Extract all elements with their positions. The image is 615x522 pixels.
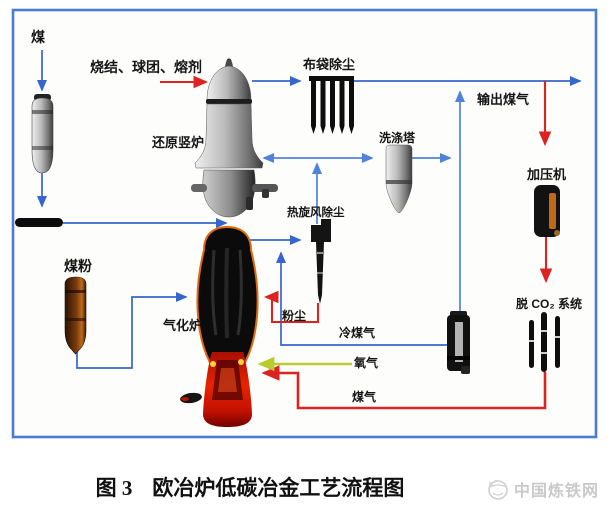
label-gasifier: 气化炉 [163, 318, 203, 333]
watermark-text: 中国炼铁网 [514, 483, 600, 500]
label-coal: 煤 [31, 29, 45, 45]
label-coal-gas: 煤气 [352, 390, 377, 404]
label-pressurizer: 加压机 [527, 167, 567, 182]
label-sinter-pellet-flux: 烧结、球团、熔剂 [90, 59, 202, 75]
label-coal-powder: 煤粉 [64, 258, 92, 274]
hot-cyclone [311, 219, 331, 304]
dust-return-line [263, 290, 320, 324]
pressurizer-unit [534, 185, 560, 237]
bag-dust-collector [309, 76, 354, 134]
figure-caption: 图 3 欧冶炉低碳冶金工艺流程图 [0, 472, 500, 502]
label-dust: 粉尘 [282, 309, 307, 323]
figure-number: 图 3 [95, 476, 133, 500]
label-washing-tower: 洗涤塔 [379, 131, 416, 145]
coal-hopper [31, 94, 54, 174]
co2-removal-tubes [529, 312, 560, 372]
washing-tower [385, 144, 413, 214]
globe-icon [488, 479, 508, 500]
label-co2-removal-system: 脱 CO₂ 系统 [516, 297, 583, 311]
reduction-shaft-furnace [191, 58, 278, 218]
gas-holder [447, 311, 470, 374]
label-reduction-shaft-furnace: 还原竖炉 [152, 135, 205, 150]
coal-gas-recycle-line [261, 365, 547, 410]
label-oxygen: 氧气 [354, 356, 379, 370]
label-hot-cyclone: 热旋风除尘 [287, 207, 345, 219]
label-output-gas: 输出煤气 [477, 92, 530, 107]
coal-conveyor-bar [15, 218, 63, 227]
cold-gas-return-line [275, 251, 447, 346]
label-bag-dust-collector: 布袋除尘 [303, 57, 356, 72]
figure-title: 欧冶炉低碳冶金工艺流程图 [152, 476, 405, 500]
coal-powder-hopper [64, 276, 87, 355]
coal-powder-feed-line [76, 291, 188, 369]
label-cold-gas: 冷煤气 [339, 326, 376, 340]
gasifier-vessel [180, 225, 259, 427]
watermark: 中国炼铁网 [484, 476, 599, 502]
